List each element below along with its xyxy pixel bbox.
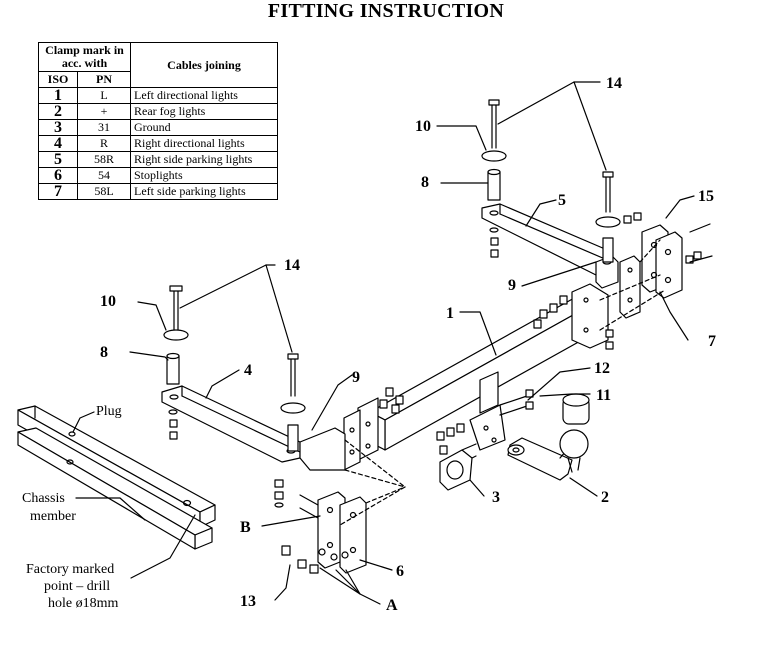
label-12: 12	[594, 360, 610, 377]
header-pn: PN	[77, 71, 131, 88]
label-14-right: 14	[606, 75, 622, 92]
label-7: 7	[708, 333, 716, 350]
label-3: 3	[492, 489, 500, 506]
cell-desc: Left side parking lights	[130, 183, 278, 200]
label-6: 6	[396, 563, 404, 580]
alignment-dashes	[339, 239, 666, 526]
left-bracket	[317, 491, 367, 574]
table-subheader-row: ISO PN	[38, 71, 278, 88]
part-numbers: 1 2 3 4 5 6 7 8 8 9 9 10 10 11 12 13 14 …	[22, 75, 716, 614]
main-crossbar	[343, 255, 641, 471]
label-10-right: 10	[415, 118, 431, 135]
cell-pn: 58R	[77, 151, 131, 168]
chassis-member	[17, 405, 216, 550]
label-factory-3: hole ø18mm	[48, 596, 118, 611]
label-4: 4	[244, 362, 252, 379]
label-factory-2: point – drill	[44, 579, 110, 594]
factory-drill-point	[182, 499, 192, 507]
label-11: 11	[596, 387, 611, 404]
right-bolt-group	[481, 99, 621, 350]
label-5: 5	[558, 192, 566, 209]
label-13: 13	[240, 593, 256, 610]
label-1: 1	[446, 305, 454, 322]
left-side-arm	[161, 385, 346, 471]
fastener-clusters	[281, 212, 713, 574]
label-chassis-1: Chassis	[22, 491, 65, 506]
label-14-left: 14	[284, 257, 300, 274]
cell-desc: Right side parking lights	[130, 151, 278, 168]
ball-cap	[562, 393, 590, 425]
tow-ball	[507, 429, 589, 481]
cable-table: Clamp mark in acc. with Cables joining I…	[38, 42, 278, 200]
label-8-right: 8	[421, 174, 429, 191]
header-clamp-mark: Clamp mark in acc. with	[38, 42, 131, 72]
cell-iso: 7	[38, 183, 78, 200]
cell-desc: Right directional lights	[130, 135, 278, 152]
left-bolt-group	[163, 285, 306, 508]
label-8-left: 8	[100, 344, 108, 361]
label-chassis-2: member	[30, 509, 76, 524]
label-15: 15	[698, 188, 714, 205]
page-title: FITTING INSTRUCTION	[267, 0, 505, 22]
right-side-arm	[481, 203, 619, 289]
label-B: B	[240, 519, 251, 536]
label-9-left: 9	[352, 369, 360, 386]
label-10-left: 10	[100, 293, 116, 310]
label-2: 2	[601, 489, 609, 506]
label-factory-1: Factory marked	[26, 562, 114, 577]
leader-lines	[72, 81, 695, 605]
label-plug: Plug	[96, 404, 122, 419]
plug-hole	[68, 431, 76, 437]
right-bracket	[641, 224, 683, 299]
label-A: A	[386, 597, 398, 614]
label-9-right: 9	[508, 277, 516, 294]
socket-plate	[439, 443, 477, 491]
table-row: 2+Rear fog lights	[38, 103, 278, 120]
